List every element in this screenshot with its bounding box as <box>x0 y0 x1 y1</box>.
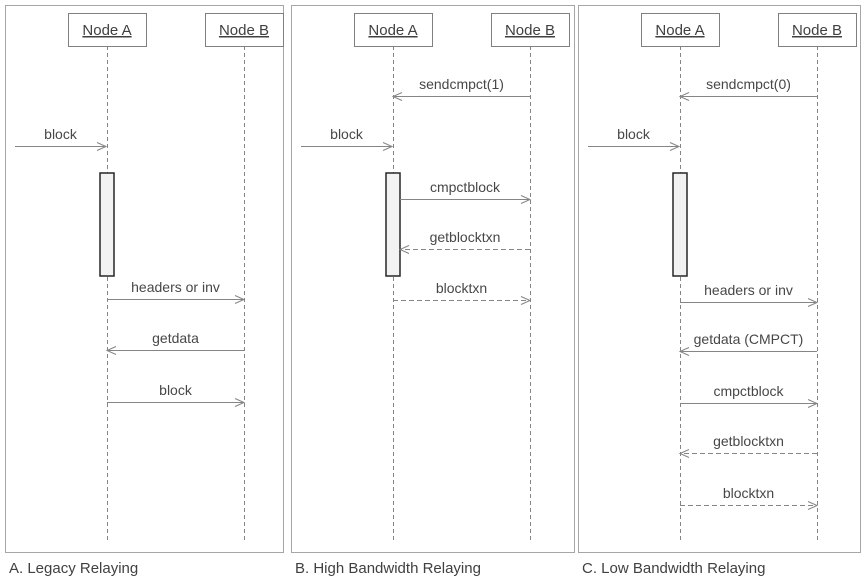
panel-legacy-relaying: Node A Node B block headers or inv getdata bl… <box>5 5 284 577</box>
message-label: block <box>44 126 78 142</box>
message-label: sendcmpct(1) <box>419 76 504 92</box>
arrowhead <box>807 399 819 408</box>
panel-frame <box>291 5 575 553</box>
message-label: block <box>330 126 364 142</box>
arrowhead <box>807 501 819 510</box>
node-box-a <box>641 13 720 47</box>
node-box-b <box>491 13 570 47</box>
message-label: headers or inv <box>704 282 793 298</box>
node-box-a <box>68 13 147 47</box>
panel-high-bandwidth-relaying: Node A Node B sendcmpct(1) block cmpctblock g… <box>291 5 575 577</box>
node-box-b <box>205 13 284 47</box>
arrowhead <box>678 92 690 101</box>
node-label: Node A <box>368 22 417 39</box>
arrowhead <box>669 142 681 151</box>
node-box-b <box>778 13 857 47</box>
node-label: Node B <box>792 22 842 39</box>
message-label: cmpctblock <box>713 383 784 399</box>
message-label: block <box>159 382 193 398</box>
message-label: blocktxn <box>436 280 487 296</box>
arrowhead <box>234 398 246 407</box>
message-label: getblocktxn <box>713 433 784 449</box>
node-label: Node B <box>219 22 269 39</box>
activation-bar <box>385 172 401 277</box>
node-label: Node A <box>655 22 704 39</box>
message-label: sendcmpct(0) <box>706 76 791 92</box>
message-label: headers or inv <box>131 279 220 295</box>
arrowhead <box>678 449 690 458</box>
message-label: cmpctblock <box>430 179 501 195</box>
message-label: getblocktxn <box>430 229 501 245</box>
node-label: Node B <box>505 22 555 39</box>
arrowhead <box>382 142 394 151</box>
panel-frame <box>578 5 861 553</box>
panel-caption: A. Legacy Relaying <box>9 560 138 577</box>
message-label: block <box>617 126 651 142</box>
message-label: getdata <box>152 330 199 346</box>
node-label: Node A <box>82 22 131 39</box>
arrowhead <box>520 296 532 305</box>
arrowhead <box>520 195 532 204</box>
arrowhead <box>105 346 117 355</box>
message-label: getdata (CMPCT) <box>694 331 804 347</box>
panel-low-bandwidth-relaying: Node A Node B sendcmpct(0) block headers or … <box>578 5 861 577</box>
arrowhead <box>234 295 246 304</box>
arrowhead <box>398 245 410 254</box>
arrowhead <box>391 92 403 101</box>
message-label: blocktxn <box>723 485 774 501</box>
activation-bar <box>672 172 688 277</box>
arrowhead <box>678 347 690 356</box>
node-box-a <box>354 13 433 47</box>
activation-bar <box>99 172 115 277</box>
panel-caption: C. Low Bandwidth Relaying <box>582 560 765 577</box>
arrowhead <box>807 298 819 307</box>
panel-frame <box>5 5 284 553</box>
arrowhead <box>96 142 108 151</box>
panel-caption: B. High Bandwidth Relaying <box>295 560 481 577</box>
